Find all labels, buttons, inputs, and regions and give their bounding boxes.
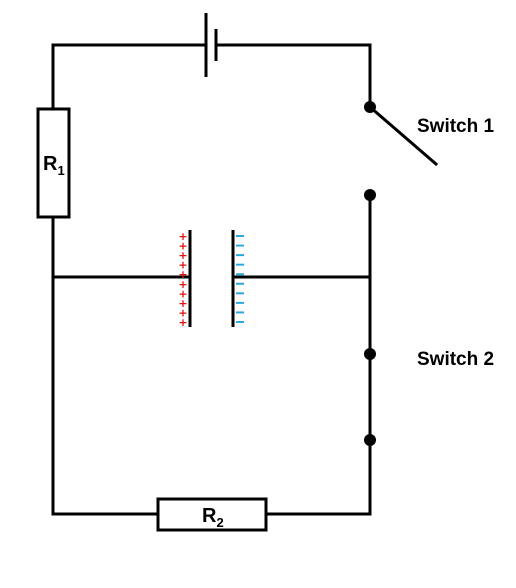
- resistor-r2: R2: [156, 497, 268, 532]
- positive-charge-mark: +: [178, 306, 187, 319]
- resistor-r1-body: [36, 107, 71, 219]
- resistor-r2-label: R2: [202, 505, 224, 530]
- positive-charge-mark: +: [178, 249, 187, 262]
- positive-charge-mark: +: [178, 230, 187, 243]
- positive-charge-mark: +: [178, 240, 187, 253]
- resistor-r1-letter: R: [43, 153, 58, 175]
- capacitor: ++++++++++: [178, 230, 244, 329]
- positive-charge-mark: +: [178, 287, 187, 300]
- resistor-r2-subscript: 2: [216, 515, 223, 530]
- wire-top-right: [214, 43, 372, 109]
- switch-1-label: Switch 1: [417, 116, 495, 137]
- switch-1-lever: [367, 104, 439, 167]
- battery: [204, 13, 218, 77]
- wire-left-lower: [51, 215, 160, 516]
- resistor-r2-letter: R: [202, 505, 217, 527]
- resistor-r1: R1: [36, 107, 71, 219]
- switch-1-contact-terminal: [364, 189, 376, 201]
- positive-charge-mark: +: [178, 316, 187, 329]
- positive-charges: ++++++++++: [178, 230, 187, 329]
- positive-charge-mark: +: [178, 268, 187, 281]
- positive-charge-mark: +: [178, 259, 187, 272]
- positive-charge-mark: +: [178, 278, 187, 291]
- wires: [51, 43, 372, 516]
- positive-charge-mark: +: [178, 297, 187, 310]
- switch-2-top-terminal: [364, 348, 376, 360]
- resistor-r1-subscript: 1: [57, 163, 64, 178]
- switch-1: Switch 1: [364, 101, 495, 201]
- switch-2-bottom-terminal: [364, 434, 376, 446]
- wire-top-left: [51, 43, 208, 111]
- resistor-r2-body: [156, 497, 268, 532]
- switch-2-label: Switch 2: [417, 349, 494, 370]
- wire-bottom-right: [264, 438, 372, 516]
- switch-2: Switch 2: [364, 348, 494, 446]
- negative-charges: [236, 235, 244, 323]
- resistor-r1-label: R1: [43, 153, 65, 178]
